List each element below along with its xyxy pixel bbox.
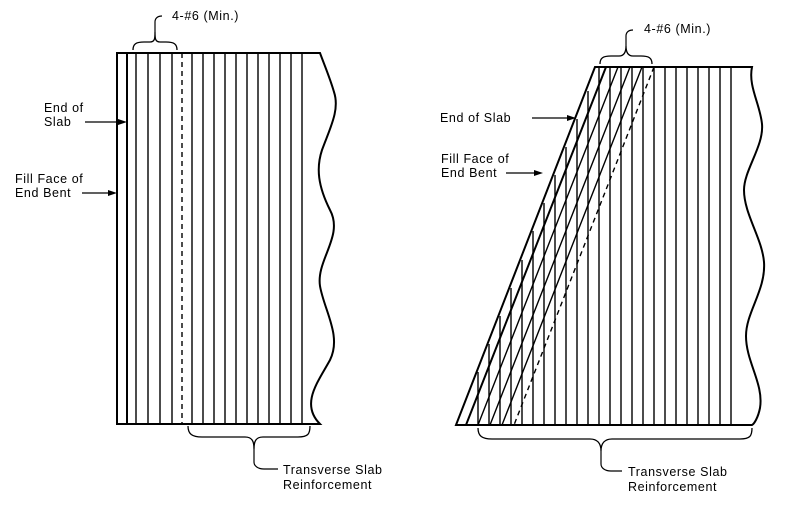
left-fill-face-label: End Bent [15,186,71,200]
right-transverse-leader [600,451,622,472]
left-top-brace [132,31,178,51]
arrowhead [108,190,117,196]
right-transverse-label: Reinforcement [628,480,717,494]
left-transverse-label: Reinforcement [283,478,372,492]
right-transverse-bars [477,67,732,425]
bent-bar [477,66,619,426]
right-bottom-brace [477,427,753,452]
right-bar-callout: 4-#6 (Min.) [644,22,711,36]
right-bent-bars [477,66,655,426]
right-slab-outline [454,66,766,426]
left-slab-outline [116,52,337,425]
left-bent-bars [135,53,183,424]
right-transverse-label: Transverse Slab [628,465,728,479]
left-transverse-leader [253,449,278,470]
bent-bar-dashed [513,66,655,426]
right-detail: 4-#6 (Min.) End of Slab Fill Face of End… [440,22,766,494]
arrowhead [567,115,576,121]
right-fill-face-label: Fill Face of [441,152,509,166]
left-end-of-slab-label: End of [44,101,84,115]
left-bar-callout: 4-#6 (Min.) [172,9,239,23]
left-callout-leader [154,15,163,32]
bent-bar [489,66,631,426]
bent-bar [501,66,643,426]
left-transverse-label: Transverse Slab [283,463,383,477]
arrowhead [534,170,543,176]
right-end-of-slab-label: End of Slab [440,111,511,125]
right-top-brace [599,45,653,65]
left-bottom-brace [187,425,311,450]
left-fill-face-label: Fill Face of [15,172,83,186]
right-fill-face-label: End Bent [441,166,497,180]
left-end-of-slab-label: Slab [44,115,71,129]
left-detail: 4-#6 (Min.) End of Slab Fill Face of End… [15,9,383,492]
right-callout-leader [625,29,634,46]
left-transverse-bars [191,53,303,424]
arrowhead [118,119,127,125]
